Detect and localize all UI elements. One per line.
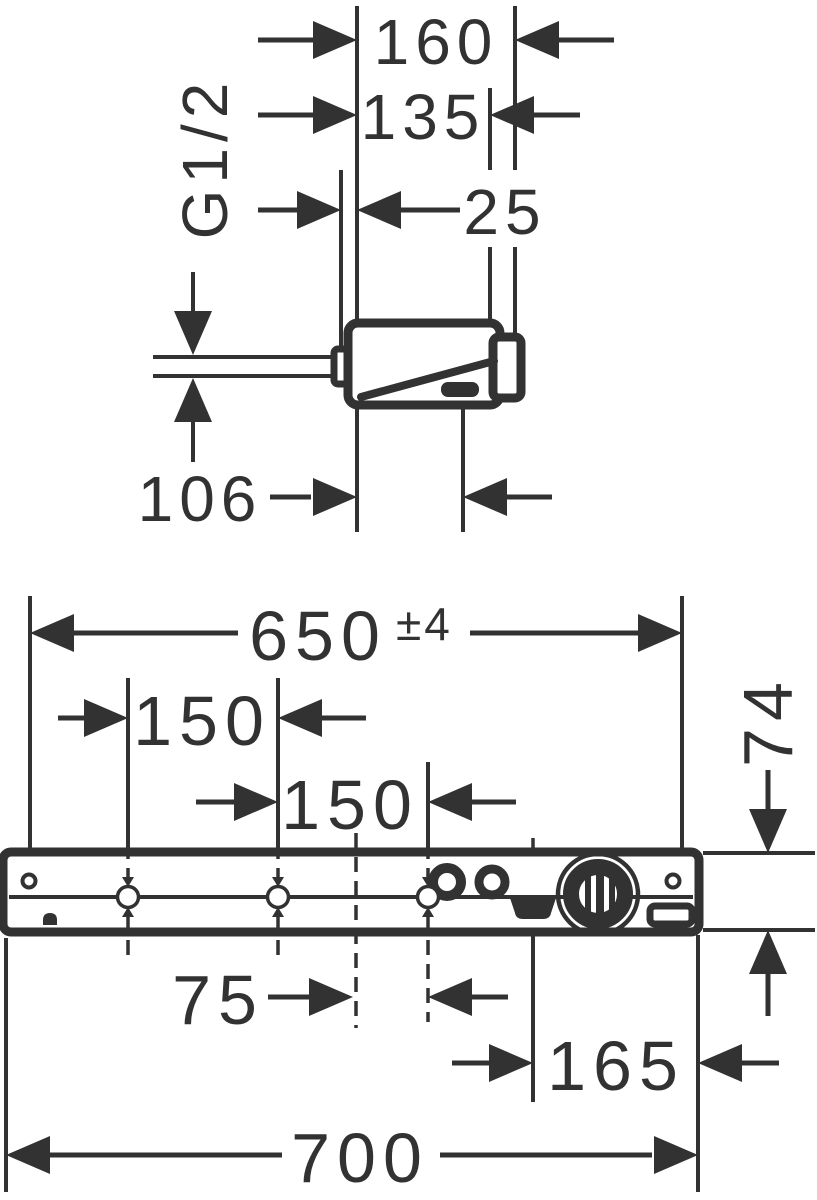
arrowhead-left bbox=[428, 978, 472, 1016]
dim-74-label: 74 bbox=[729, 675, 807, 767]
arrowhead-down bbox=[749, 809, 787, 853]
arrowhead-right bbox=[234, 783, 278, 821]
dim-135-label: 135 bbox=[361, 81, 486, 153]
arrowhead-right bbox=[313, 478, 357, 516]
arrowhead-left bbox=[357, 191, 401, 229]
dim-106: 106 bbox=[138, 463, 552, 535]
thermostat-dial bbox=[555, 851, 641, 937]
bottom-detail-left bbox=[43, 913, 57, 925]
front-view: 650 ±4 150 150 74 bbox=[0, 596, 815, 1197]
valve-body bbox=[330, 318, 526, 410]
screw-hole-left bbox=[20, 872, 38, 890]
dim-150-left-label: 150 bbox=[133, 682, 271, 760]
dim-25: 25 bbox=[258, 176, 546, 248]
shower-bar bbox=[0, 847, 704, 937]
thread-label: G1/2 bbox=[169, 77, 241, 240]
arrowhead-right bbox=[84, 699, 128, 737]
arrowhead-right bbox=[638, 614, 682, 652]
arrowhead-left bbox=[515, 21, 559, 59]
dim-75-label: 75 bbox=[172, 961, 264, 1039]
arrowhead-right bbox=[313, 21, 357, 59]
dim-165-label: 165 bbox=[547, 1027, 685, 1105]
arrowhead-up bbox=[749, 930, 787, 974]
select-button-1 bbox=[428, 863, 466, 901]
dim-650-label: 650 bbox=[249, 597, 387, 675]
outlet-spout bbox=[510, 898, 556, 919]
dim-106-label: 106 bbox=[138, 463, 263, 535]
dim-135: 135 bbox=[258, 81, 580, 153]
arrowhead-right bbox=[297, 191, 341, 229]
dim-thread: G1/2 bbox=[169, 77, 241, 462]
arrowhead-right bbox=[489, 1044, 533, 1082]
dim-700-label: 700 bbox=[291, 1119, 429, 1197]
arrowhead-left bbox=[490, 96, 534, 134]
arrowhead-down bbox=[174, 311, 212, 355]
arrowhead-right bbox=[313, 96, 357, 134]
dim-150-mid-label: 150 bbox=[281, 766, 419, 844]
dim-650: 650 ±4 bbox=[30, 597, 682, 675]
dim-150-mid: 150 bbox=[196, 766, 516, 844]
handle-grip bbox=[441, 382, 479, 397]
arrowhead-left bbox=[428, 783, 472, 821]
arrowhead-left bbox=[6, 1136, 50, 1174]
arrowhead-left bbox=[463, 478, 507, 516]
arrowhead-left bbox=[278, 699, 322, 737]
dim-160: 160 bbox=[258, 6, 614, 78]
wall-bracket bbox=[488, 332, 526, 403]
dim-165: 165 bbox=[452, 1027, 779, 1105]
dim-75: 75 bbox=[172, 961, 508, 1039]
dim-74: 74 bbox=[703, 675, 815, 1016]
arrowhead-right bbox=[654, 1136, 698, 1174]
arrowhead-up bbox=[174, 378, 212, 422]
dim-700: 700 bbox=[4, 935, 700, 1197]
arrowhead-right bbox=[309, 978, 353, 1016]
supply-pipe bbox=[153, 355, 341, 378]
dim-25-label: 25 bbox=[463, 176, 546, 248]
screw-hole-right bbox=[664, 872, 682, 890]
select-button-2 bbox=[474, 864, 510, 900]
side-view: 160 135 25 G1/2 bbox=[138, 6, 614, 535]
arrowhead-left bbox=[698, 1044, 742, 1082]
dim-150-left: 150 bbox=[58, 682, 366, 760]
dim-160-label: 160 bbox=[374, 6, 499, 78]
dim-650-tolerance: ±4 bbox=[396, 598, 453, 650]
bottom-detail-right bbox=[646, 902, 696, 928]
lever-handle bbox=[357, 357, 498, 401]
arrowhead-left bbox=[30, 614, 74, 652]
dial-outer-ring bbox=[555, 851, 641, 937]
